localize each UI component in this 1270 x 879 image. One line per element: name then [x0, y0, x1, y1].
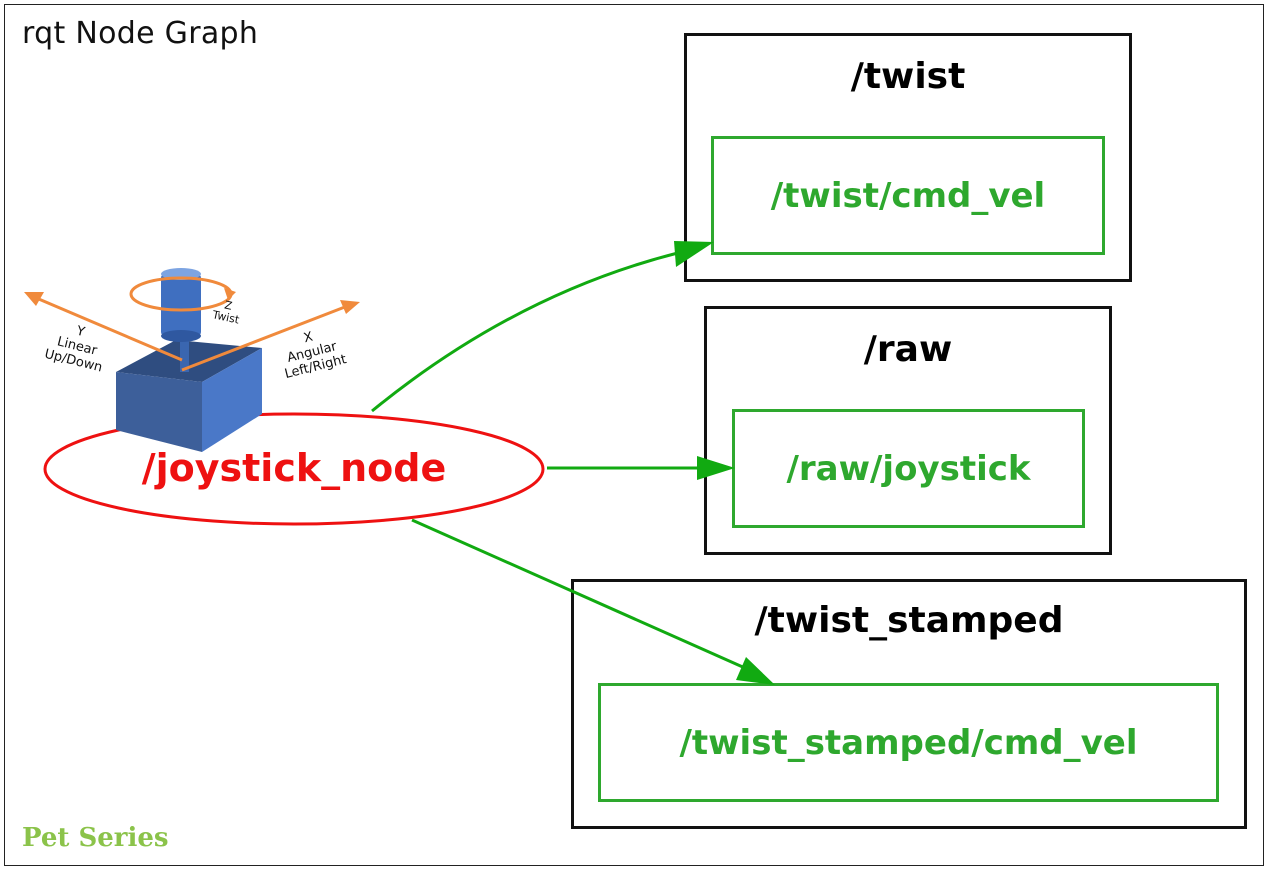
- namespace-title: /raw: [863, 329, 953, 370]
- graph-frame: [4, 4, 1264, 866]
- edge-to-twist-stamped-cmd-vel[interactable]: [411, 518, 746, 670]
- edge-arrowhead-twist: [674, 241, 714, 267]
- joystick-icon: [24, 268, 360, 452]
- topic-box-raw-joystick[interactable]: /raw/joystick: [732, 409, 1085, 528]
- node-label-joystick[interactable]: /joystick_node: [141, 446, 447, 490]
- edge-arrowhead-raw: [697, 456, 735, 480]
- topic-label: /twist_stamped/cmd_vel: [679, 722, 1138, 763]
- namespace-title: /twist_stamped: [754, 600, 1064, 641]
- edge-arrowhead-twist-stamped: [736, 657, 775, 685]
- topic-box-twist-cmd-vel[interactable]: /twist/cmd_vel: [711, 136, 1105, 255]
- page-title: rqt Node Graph: [22, 16, 259, 51]
- topic-label: /raw/joystick: [786, 448, 1031, 489]
- topic-label: /twist/cmd_vel: [770, 175, 1046, 216]
- namespace-title: /twist: [850, 56, 966, 97]
- topic-box-twist-stamped-cmd-vel[interactable]: /twist_stamped/cmd_vel: [598, 683, 1219, 802]
- edge-to-twist-cmd-vel[interactable]: [371, 248, 691, 413]
- brand-footer: Pet Series: [22, 823, 169, 853]
